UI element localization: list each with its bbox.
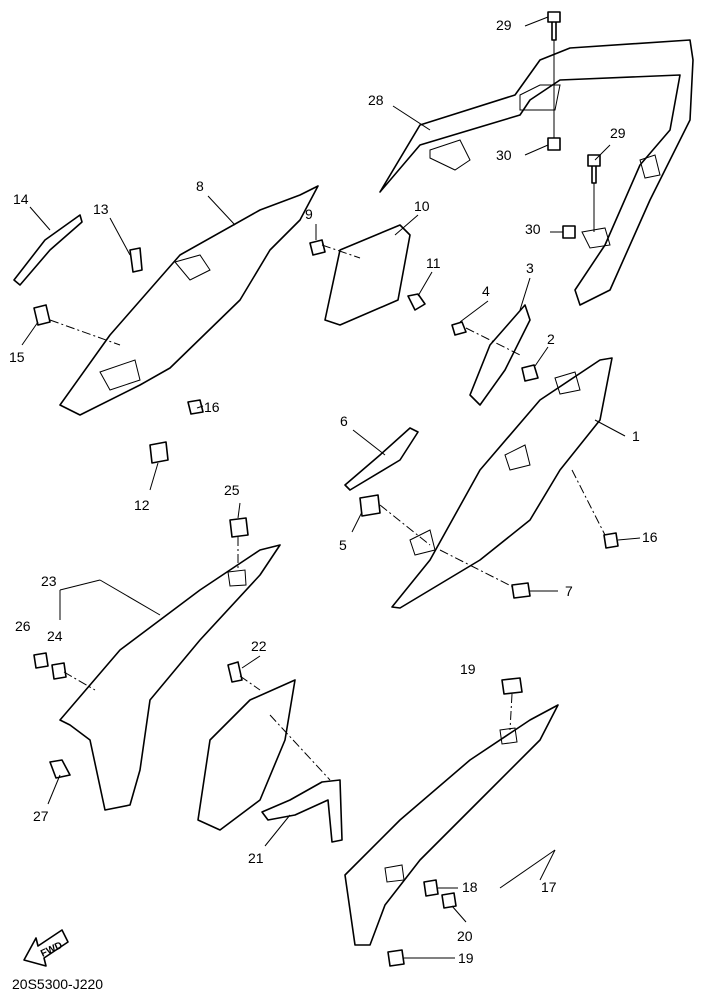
callout: 22: [251, 638, 267, 654]
part-4: [451, 321, 467, 336]
callout: 23: [41, 573, 57, 589]
callout: 12: [134, 497, 150, 513]
callout: 21: [248, 850, 264, 866]
part-13: [129, 247, 143, 273]
callout: 29: [610, 125, 626, 141]
part-side-cover-1: [391, 357, 613, 609]
part-7: [511, 582, 531, 599]
part-26: [33, 652, 49, 669]
callout: 16: [642, 529, 658, 545]
part-25: [229, 517, 249, 538]
callout: 25: [224, 482, 240, 498]
part-16a: [187, 399, 204, 415]
callout: 14: [13, 191, 29, 207]
part-19a: [501, 677, 523, 695]
callout: 18: [462, 879, 478, 895]
callout: 1: [632, 428, 640, 444]
part-2: [521, 364, 539, 382]
part-heat-shield: [197, 679, 296, 831]
callout: 8: [196, 178, 204, 194]
callout: 28: [368, 92, 384, 108]
callout: 4: [482, 283, 490, 299]
part-21-bracket: [261, 779, 343, 843]
part-9: [309, 239, 326, 256]
part-10: [324, 224, 411, 326]
callout: 30: [525, 221, 541, 237]
part-14: [13, 214, 83, 286]
callout: 19: [458, 950, 474, 966]
diagram-code: 20S5300-J220: [12, 976, 104, 992]
part-side-cover-8: [59, 185, 319, 416]
part-15: [33, 304, 51, 326]
leader-lines: [21, 16, 641, 959]
callout: 15: [9, 349, 25, 365]
callout: 11: [426, 255, 441, 271]
callout: 30: [496, 147, 512, 163]
part-12: [149, 441, 169, 464]
callout: 5: [339, 537, 347, 553]
part-24: [51, 662, 67, 680]
callout: 24: [47, 628, 63, 644]
part-grab-bar: [379, 39, 694, 306]
part-19b: [387, 949, 405, 967]
part-22: [227, 661, 243, 683]
callouts: 29 28 30 29 30 14 13 8 9 10 11 3 4 2 15 …: [9, 17, 658, 966]
callout: 16: [204, 399, 220, 415]
part-27: [49, 759, 71, 779]
callout: 19: [460, 661, 476, 677]
callout: 27: [33, 808, 49, 824]
callout: 10: [414, 198, 430, 214]
bolts-29-30: [547, 11, 601, 239]
part-16b: [603, 532, 619, 549]
part-20: [441, 892, 457, 909]
part-3: [469, 304, 531, 406]
callout: 26: [15, 618, 31, 634]
callout: 9: [305, 206, 313, 222]
part-side-cover-23: [59, 544, 281, 811]
part-18: [423, 879, 439, 897]
callout: 6: [340, 413, 348, 429]
callout: 2: [547, 331, 555, 347]
callout: 17: [541, 879, 557, 895]
callout: 29: [496, 17, 512, 33]
callout: 3: [526, 260, 534, 276]
part-side-cover-17: [344, 704, 559, 946]
assembly-lines: [49, 244, 606, 781]
callout: 7: [565, 583, 573, 599]
part-5: [359, 494, 381, 517]
fwd-arrow-icon: FWD: [23, 929, 69, 967]
part-6: [344, 427, 419, 491]
callout: 20: [457, 928, 473, 944]
part-11: [407, 293, 426, 311]
callout: 13: [93, 201, 109, 217]
